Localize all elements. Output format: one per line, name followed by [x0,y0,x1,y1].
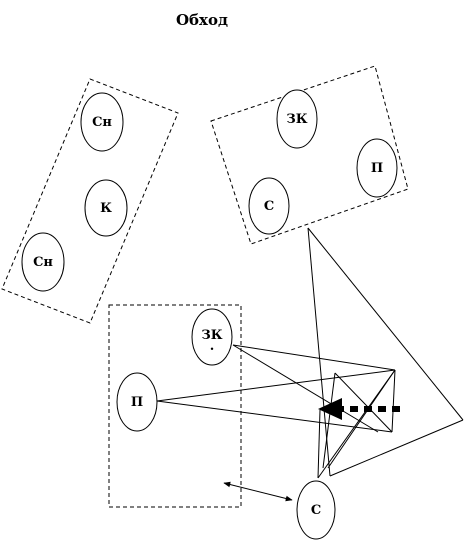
connector-line [156,369,396,402]
node-ellipse [116,372,158,432]
node-ellipse [21,232,65,292]
double-headed-arrow [223,481,293,502]
connector-line [232,344,379,433]
node-label: С [311,503,321,518]
node-ellipse [191,308,233,366]
node-label: С [264,199,274,214]
group-box-top-left [1,78,179,324]
node-sn-bottom: Сн [21,232,65,292]
node-ellipse [276,89,318,149]
connector-line [156,400,393,433]
bold-dotted-arrow [318,398,400,420]
node-label: К [100,201,112,216]
node-mark: . [210,339,215,354]
connector-line [232,344,396,371]
node-zk-top: ЗК [276,89,318,149]
node-label: Сн [33,255,53,270]
connector-line [329,419,464,477]
connector-line [391,369,396,433]
node-sn-top: Сн [80,92,124,152]
group-box-top-right [210,65,409,245]
node-label: ЗК [286,112,307,127]
connector-line [317,409,321,479]
group-box-bottom [108,304,242,508]
node-p-top: П [356,138,398,198]
connection-lines [156,227,464,479]
node-label: Сн [92,115,112,130]
node-label: ЗК [201,328,222,343]
node-zk-bottom: ЗК . [191,308,233,366]
bold-dotted-arrow-head [318,398,342,420]
diagram-title: Обход [176,11,228,29]
node-s-top: С [248,177,290,235]
node-ellipse [296,480,336,540]
node-ellipse [80,92,124,152]
connector-line [317,369,396,479]
node-p-bottom: П [116,372,158,432]
connector-line [307,227,464,421]
connector-line [334,372,393,433]
node-s-bottom: С [296,480,336,540]
connector-line [322,372,336,469]
node-label: П [371,161,383,176]
node-ellipse [356,138,398,198]
node-ellipse [248,177,290,235]
node-k: К [84,179,128,237]
connector-line [307,227,331,477]
node-label: П [131,395,143,410]
node-ellipse [84,179,128,237]
